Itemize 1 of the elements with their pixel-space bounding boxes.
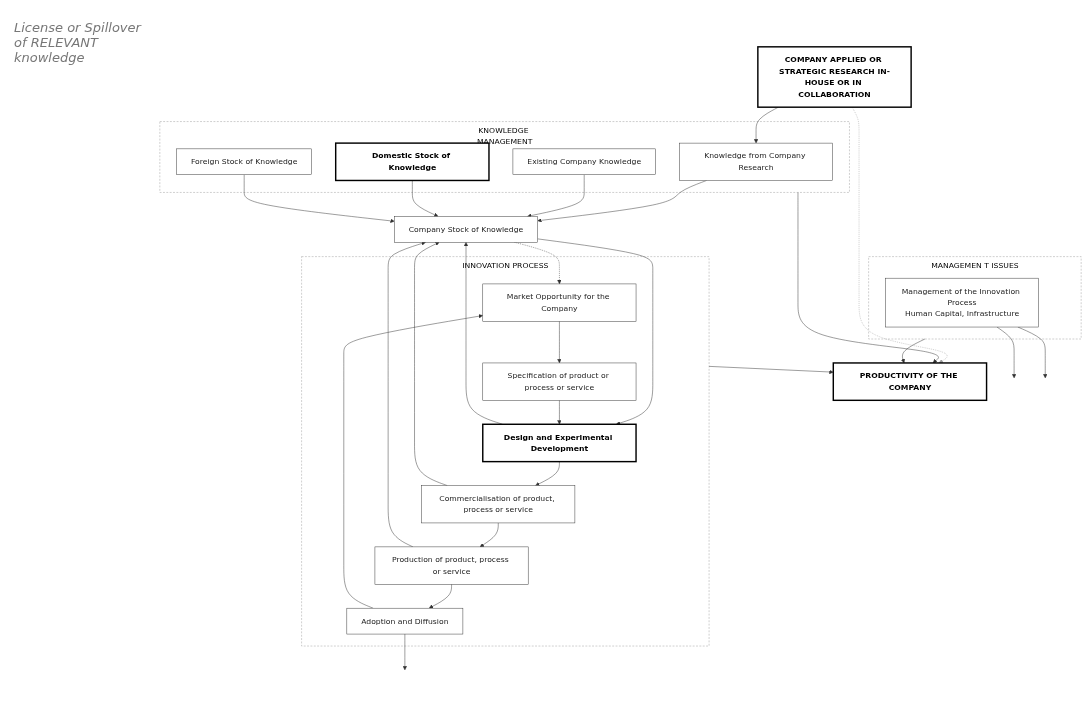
note-text: License or Spillover of RELEVANT knowledge	[14, 20, 143, 65]
